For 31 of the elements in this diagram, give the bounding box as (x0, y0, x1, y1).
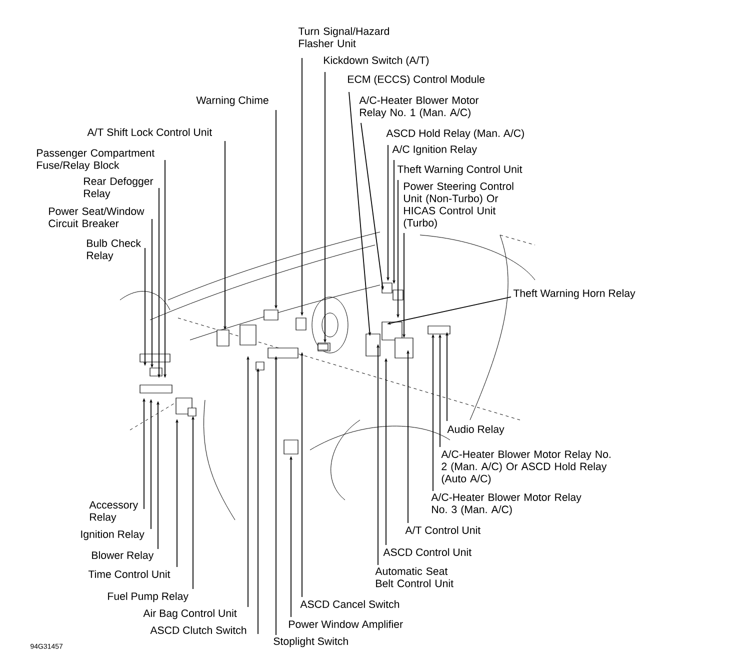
part-label: ASCD Clutch Switch (150, 626, 246, 634)
part-label: Kickdown Switch (A/T) (324, 56, 429, 66)
part-label: Automatic Seat Belt Control Unit (375, 567, 454, 588)
part-label: Theft Warning Control Unit (397, 165, 522, 176)
part-label: Power Window Amplifier (289, 620, 403, 630)
part-label: Ignition Relay (81, 530, 144, 540)
part-label: Passenger Compartment Fuse/Relay Block (37, 149, 155, 171)
part-label: Fuel Pump Relay (108, 592, 188, 602)
part-label: A/C-Heater Blower Motor Relay No. 3 (Man. A/C) (431, 493, 582, 516)
part-label: ASCD Cancel Switch (300, 600, 400, 608)
part-label: Accessory Relay (89, 501, 138, 523)
part-label: Stoplight Switch (274, 637, 348, 648)
part-label: Air Bag Control Unit (143, 609, 237, 620)
part-label: ECM (ECCS) Control Module (348, 75, 485, 86)
part-label: Turn Signal/Hazard Flasher Unit (298, 27, 390, 48)
part-label: A/C-Heater Blower Motor Relay No. 1 (Man. A/C) (359, 96, 479, 118)
part-label: Power Seat/Window Circuit Breaker (48, 207, 144, 228)
part-label: Bulb Check Relay (87, 239, 141, 262)
part-label: A/C Ignition Relay (392, 145, 477, 156)
part-label: Time Control Unit (88, 570, 170, 578)
part-label: Warning Chime (196, 96, 268, 106)
part-label: A/C-Heater Blower Motor Relay No. 2 (Man. A/C) Or ASCD Hold Relay (Auto A/C) (441, 450, 610, 484)
part-label: Audio Relay (447, 425, 504, 436)
part-label: ASCD Hold Relay (Man. A/C) (386, 129, 524, 140)
part-label: ASCD Control Unit (383, 548, 472, 556)
part-label: Power Steering Control Unit (Non-Turbo) Or HICAS Control Unit (Turbo) (404, 182, 514, 229)
part-label: Blower Relay (92, 551, 154, 562)
part-label: A/T Control Unit (405, 526, 481, 534)
part-label: Rear Defogger Relay (84, 177, 154, 200)
part-label: A/T Shift Lock Control Unit (87, 128, 212, 136)
part-label: Theft Warning Horn Relay (513, 289, 636, 300)
